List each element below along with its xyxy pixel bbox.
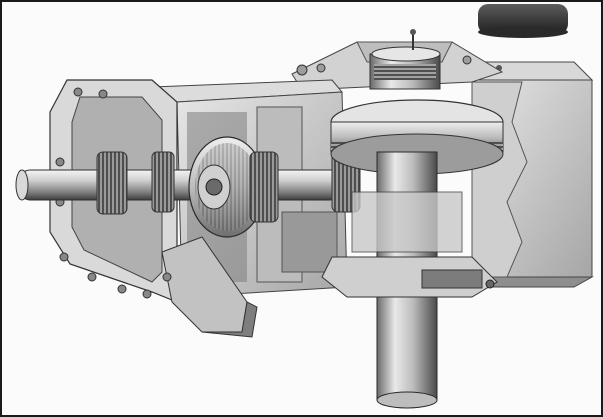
input-shaft (15, 169, 341, 201)
crown-gear (330, 99, 504, 175)
dark-cap-shape (478, 4, 568, 38)
top-bearing-housing (291, 29, 504, 91)
lower-flange (321, 256, 498, 298)
left-bearing-gear (96, 151, 175, 215)
left-end-housing (49, 79, 258, 338)
spur-gear (188, 136, 279, 238)
right-housing-block (450, 61, 594, 288)
